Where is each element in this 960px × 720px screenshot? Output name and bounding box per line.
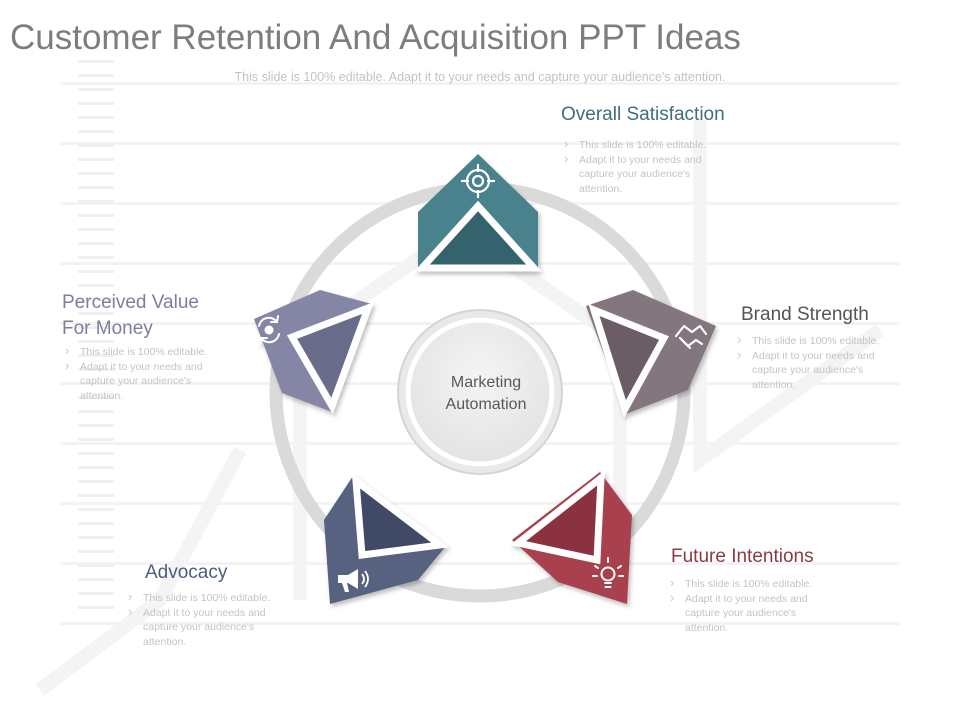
segment-inner-chevron (509, 470, 605, 565)
page-title: Customer Retention And Acquisition PPT I… (10, 18, 741, 57)
bullet-item: This slide is 100% editable. (562, 137, 732, 153)
bullet-item: Adapt it to your needs and capture your … (668, 591, 838, 636)
bullet-item: Adapt it to your needs and capture your … (735, 348, 905, 393)
handshake-icon (674, 324, 708, 350)
segment-inner-chevron (351, 473, 449, 559)
future-intentions-heading: Future Intentions (671, 546, 814, 567)
bullet-item: Adapt it to your needs and capture your … (126, 605, 296, 650)
overall-satisfaction-bullets: This slide is 100% editable. Adapt it to… (562, 137, 732, 197)
advocacy-bullets: This slide is 100% editable. Adapt it to… (126, 590, 296, 650)
segment-overall-satisfaction[interactable] (414, 154, 542, 272)
lightbulb-icon (592, 557, 624, 588)
bullet-item: This slide is 100% editable. (63, 344, 233, 360)
bullet-item: Adapt it to your needs and capture your … (63, 359, 233, 404)
segment-future-intentions[interactable] (509, 470, 632, 604)
hub-label-line1: Marketing (450, 374, 522, 391)
perceived-value-bullets: This slide is 100% editable. Adapt it to… (63, 344, 233, 404)
bullet-item: This slide is 100% editable. (668, 576, 838, 592)
future-intentions-bullets: This slide is 100% editable. Adapt it to… (668, 576, 838, 636)
bullet-item: This slide is 100% editable. (126, 590, 296, 606)
background-rail (78, 60, 114, 620)
overall-satisfaction-heading: Overall Satisfaction (561, 104, 725, 125)
advocacy-heading: Advocacy (145, 562, 228, 583)
page-subtitle: This slide is 100% editable. Adapt it to… (234, 70, 726, 84)
hub-label-line2: Automation (445, 396, 527, 413)
segment-advocacy[interactable] (324, 473, 449, 604)
hub-label: Marketing Automation (426, 372, 546, 416)
refresh-gear-icon (258, 315, 280, 345)
megaphone-icon (338, 569, 369, 592)
segment-inner-chevron (588, 304, 669, 418)
segment-inner-chevron (286, 301, 374, 415)
bullet-item: Adapt it to your needs and capture your … (562, 152, 732, 197)
brand-strength-heading: Brand Strength (741, 304, 869, 325)
segment-inner-chevron (414, 200, 542, 272)
bullet-item: This slide is 100% editable. (735, 333, 905, 349)
perceived-value-heading-line2: For Money (62, 318, 153, 339)
segment-perceived-value[interactable] (254, 290, 374, 415)
brand-strength-bullets: This slide is 100% editable. Adapt it to… (735, 333, 905, 393)
segment-brand-strength[interactable] (586, 290, 716, 418)
target-icon (461, 164, 495, 198)
perceived-value-heading-line1: Perceived Value (62, 292, 199, 313)
hub-circle (405, 317, 555, 467)
perceived-value-heading: Perceived Value For Money (62, 290, 199, 342)
